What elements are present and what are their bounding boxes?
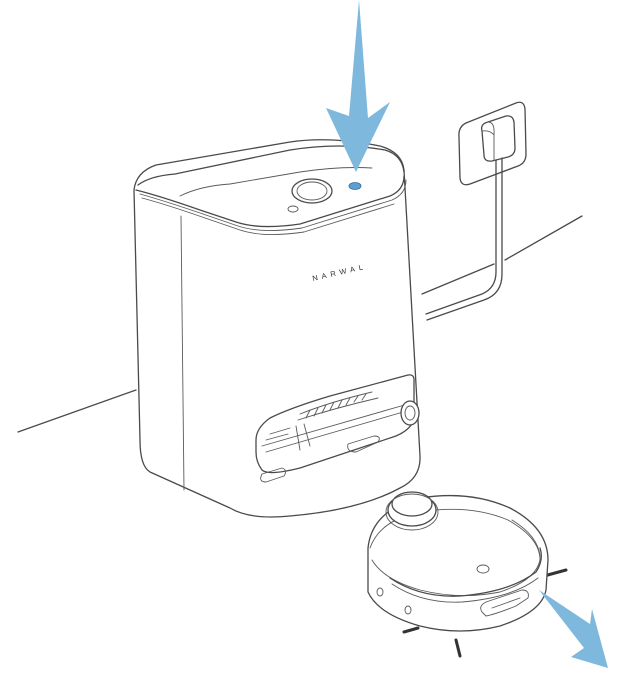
exit-arrow-icon (539, 590, 608, 668)
power-button-indicator (348, 182, 362, 190)
dock-wheel (400, 400, 420, 426)
robot-sensor (476, 564, 490, 574)
power-plug-icon (480, 115, 516, 162)
press-arrow-icon (326, 0, 390, 172)
lidar-turret (385, 491, 439, 531)
base-station: NARWAL (133, 139, 421, 518)
wall-floor-line (17, 215, 583, 433)
robot-vacuum (367, 491, 568, 658)
wall-outlet (425, 101, 527, 321)
small-sensor (287, 205, 299, 213)
power-cable (425, 157, 503, 321)
lid-sensor-icon (291, 178, 333, 204)
charging-contacts (480, 589, 529, 617)
